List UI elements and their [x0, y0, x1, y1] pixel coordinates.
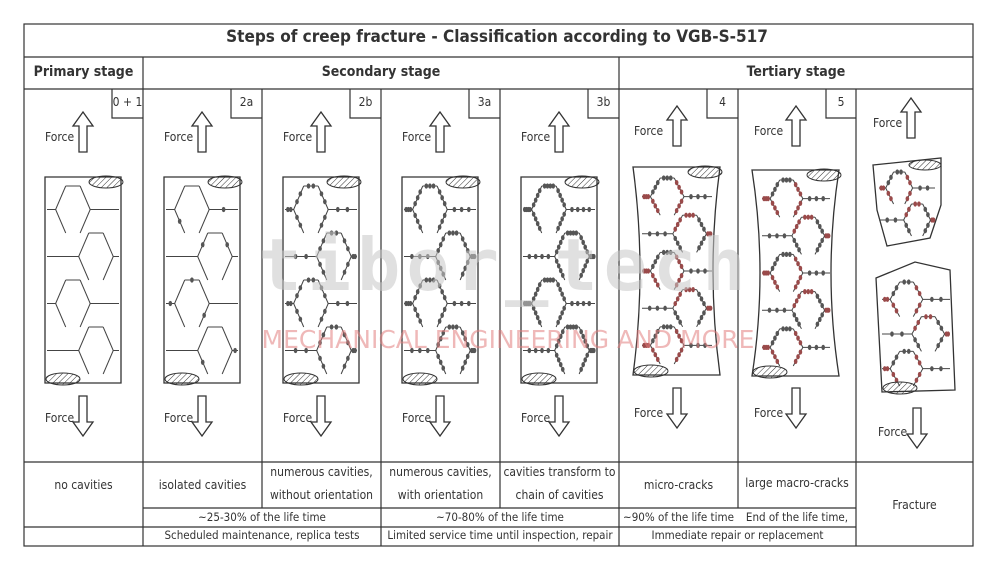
force-arrow-up-icon [784, 104, 808, 147]
force-arrows [71, 96, 929, 450]
force-label: Force [45, 130, 75, 144]
force-label: Force [873, 116, 903, 130]
description-2a: isolated cavities [158, 478, 247, 492]
force-arrow-up-icon [547, 110, 571, 153]
description-5: large macro-cracks [745, 476, 849, 490]
force-label: Force [283, 411, 313, 425]
lifetime-90: ~90% of the life time [623, 510, 734, 524]
force-arrow-up-icon [71, 110, 95, 153]
lifetime-end: End of the life time, [745, 510, 849, 524]
force-arrow-up-icon [899, 96, 923, 139]
force-label: Force [283, 130, 313, 144]
specimen-drawings [44, 157, 956, 395]
watermark-logo: tibor_tech [258, 223, 752, 307]
force-arrow-up-icon [309, 110, 333, 153]
class-label-0-1: 0 + 1 [112, 95, 143, 109]
action-limited-service: Limited service time until inspection, r… [387, 528, 613, 542]
force-label: Force [521, 411, 551, 425]
watermark-tagline: MECHANICAL ENGINEERING AND MORE [261, 325, 755, 354]
description-fracture: Fracture [892, 498, 937, 512]
force-arrow-down-icon [428, 395, 452, 438]
description-3b-line2: chain of cavities [515, 488, 604, 502]
force-arrow-down-icon [665, 387, 689, 430]
stage-tertiary-header: Tertiary stage [746, 64, 846, 80]
class-label-4: 4 [719, 95, 726, 109]
action-scheduled-maintenance: Scheduled maintenance, replica tests [164, 528, 360, 542]
stage-primary-header: Primary stage [33, 64, 134, 80]
class-label-3a: 3a [477, 95, 492, 109]
description-2b-line2: without orientation [269, 488, 374, 502]
description-4: micro-cracks [643, 478, 714, 492]
description-3b-line1: cavities transform to [503, 465, 616, 479]
description-3a-line2: with orientation [397, 488, 484, 502]
force-label: Force [164, 130, 194, 144]
class-label-3b: 3b [596, 95, 611, 109]
class-label-2b: 2b [358, 95, 373, 109]
force-arrow-down-icon [905, 407, 929, 450]
force-label: Force [521, 130, 551, 144]
force-label: Force [402, 411, 432, 425]
lifetime-secondary: ~25-30% of the life time [198, 510, 326, 524]
lifetime-70-80: ~70-80% of the life time [436, 510, 564, 524]
table-grid [23, 23, 974, 547]
action-immediate-repair: Immediate repair or replacement [651, 528, 824, 542]
force-label: Force [634, 124, 664, 138]
force-arrow-up-icon [665, 104, 689, 147]
force-label: Force [754, 406, 784, 420]
force-label: Force [402, 130, 432, 144]
force-arrow-down-icon [547, 395, 571, 438]
description-0-1: no cavities [54, 478, 113, 492]
force-arrow-down-icon [309, 395, 333, 438]
force-label: Force [634, 406, 664, 420]
description-3a-line1: numerous cavities, [389, 465, 492, 479]
force-label: Force [164, 411, 194, 425]
force-arrow-up-icon [190, 110, 214, 153]
force-arrow-down-icon [784, 387, 808, 430]
force-arrow-down-icon [190, 395, 214, 438]
force-label: Force [45, 411, 75, 425]
class-label-2a: 2a [239, 95, 254, 109]
class-label-5: 5 [837, 95, 845, 109]
diagram-title: Steps of creep fracture - Classification… [226, 27, 768, 47]
description-2b-line1: numerous cavities, [270, 465, 373, 479]
force-label: Force [754, 124, 784, 138]
force-label: Force [878, 425, 908, 439]
force-arrow-up-icon [428, 110, 452, 153]
force-arrow-down-icon [71, 395, 95, 438]
stage-secondary-header: Secondary stage [321, 64, 441, 80]
